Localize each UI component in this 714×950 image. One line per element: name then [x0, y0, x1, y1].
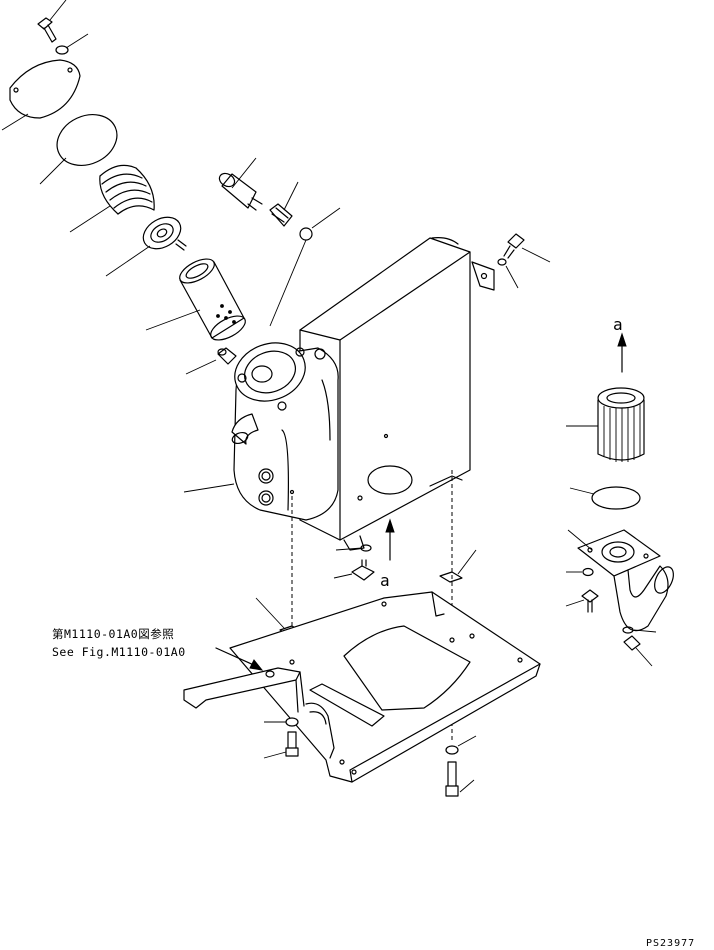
strainer-o-ring: [591, 486, 641, 510]
bottom-bolt-right: [445, 761, 459, 797]
cover-gasket: [56, 114, 118, 166]
marker-label-top: a: [613, 315, 623, 334]
elbow-plug: [623, 635, 641, 651]
reference-label-en: See Fig.M1110-01A0: [52, 645, 186, 659]
filter-element: [179, 258, 246, 341]
tank-drain-plug: [217, 347, 237, 365]
tank-mount-washer: [497, 258, 507, 266]
valve-assembly: [142, 216, 187, 251]
suction-strainer: [597, 387, 645, 462]
elbow-washer: [582, 567, 594, 577]
tank-bottom-port: [367, 465, 413, 495]
hydraulic-tank: [231, 237, 495, 551]
elbow-o-ring: [622, 626, 634, 634]
bottom-bolt-left: [285, 731, 299, 757]
lever-bracket: [183, 667, 305, 713]
suction-elbow: [577, 529, 674, 632]
cover-plate: [9, 59, 81, 119]
mount-nut: [351, 559, 375, 581]
shim-right: [439, 571, 463, 583]
reference-label-jp: 第M1110-01A0図参照: [52, 627, 174, 641]
base-plate: [229, 591, 541, 783]
tank-mount-bolt: [503, 233, 525, 259]
adapter-o-ring: [299, 227, 313, 241]
breather-adapter: [269, 203, 293, 227]
top-bolt: [37, 17, 57, 43]
marker-arrow-top: [617, 332, 627, 373]
cable-hook: [305, 702, 335, 759]
marker-label-bottom: a: [380, 571, 390, 590]
reference-arrow: [215, 647, 264, 671]
elbow-bolt: [581, 589, 599, 613]
bottom-washer-left: [285, 717, 299, 727]
leader-lines: [1, 0, 657, 793]
drawing-number: PS23977: [646, 938, 695, 949]
breather-cap: [218, 172, 263, 211]
top-washer: [55, 45, 69, 55]
marker-arrow-bottom: [385, 518, 395, 561]
spring: [99, 164, 155, 215]
bottom-washer-right: [445, 745, 459, 755]
